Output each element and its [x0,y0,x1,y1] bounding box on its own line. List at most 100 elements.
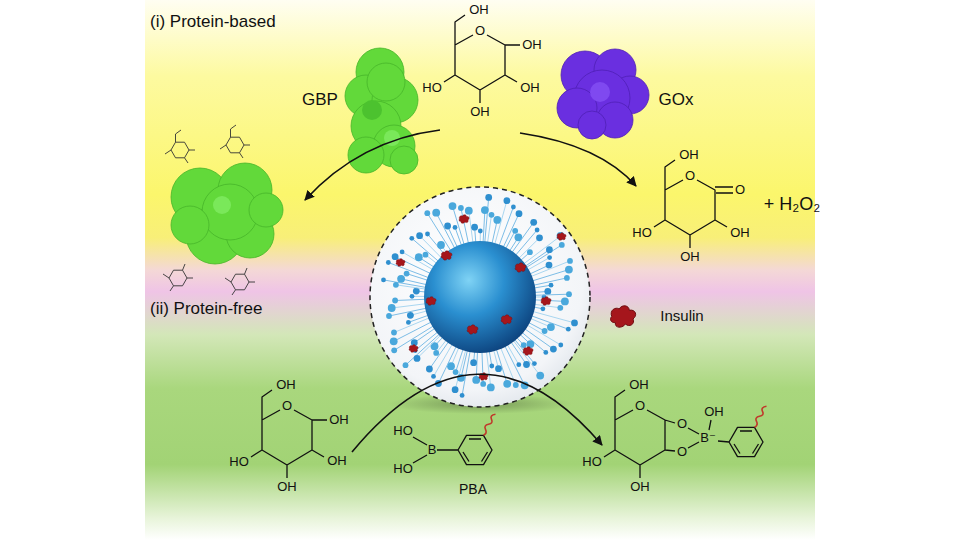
polymer-end-bead [503,380,511,388]
polymer-end-bead [400,250,405,255]
polymer-end-bead [485,194,492,201]
polymer-end-bead [406,320,411,325]
insulin-cargo [426,297,436,306]
gox-protein [590,82,610,102]
protein-name: GOx [659,91,694,110]
atom-label: HO [632,226,652,240]
atom-label: OH [276,378,296,392]
polymer-end-bead [530,219,537,226]
polymer-end-bead [557,305,563,311]
polymer-end-bead [410,294,415,299]
reaction-arrow [520,133,636,186]
polymer-end-bead [458,205,464,211]
gbp-bound-glucose [163,125,255,295]
insulin-cargo [541,297,551,306]
polymer-end-bead [414,355,421,362]
polymer-end-bead [561,298,569,306]
polymer-end-bead [543,350,548,355]
atom-label: OH [277,480,297,494]
polymer-end-bead [513,382,519,388]
gbp-bound-glucose [165,130,195,163]
polymer-end-bead [397,275,405,283]
polymer-end-bead [523,361,530,368]
atom-label: O [635,399,645,413]
polymer-end-bead [481,206,489,214]
polymer-end-bead [381,278,386,283]
insulin-cargo [459,215,469,224]
polymer-end-bead [437,241,445,249]
polymer-end-bead [409,236,414,241]
polymer-end-bead [425,232,430,237]
atom-label: B⁻ [700,431,716,445]
cargo-label: Insulin [660,308,703,325]
polymer-end-bead [431,374,436,379]
polymer-end-bead [547,323,555,331]
polymer-end-bead [424,210,430,216]
insulin-cargo [409,345,418,353]
polymer-end-bead [535,228,540,233]
pba-structure [413,435,492,464]
atom-label: OH [327,454,347,468]
atom-label: OH [679,148,699,162]
polymer-end-bead [452,386,459,393]
insulin-cargo [441,251,452,260]
gbp-protein [367,63,405,101]
polymer-end-bead [444,223,451,230]
atom-label: OH [730,226,750,240]
polymer-end-bead [449,202,457,210]
polymer-end-bead [566,327,571,332]
atom-label: HO [393,462,413,476]
atom-label: OH [329,413,349,427]
polymer-end-bead [544,288,551,295]
polymer-end-bead [393,282,399,288]
boronate-ester-structure [604,390,763,478]
polymer-end-bead [392,298,398,304]
polymer-end-bead [480,381,486,387]
polymer-end-bead [489,212,495,218]
polymer-end-bead [546,262,553,269]
section-heading: (ii) Protein-free [150,299,262,319]
gbp-bound-glucose [171,206,209,244]
polymer-end-bead [487,384,495,392]
polymer-end-bead [564,275,570,281]
glucose-structure [251,390,327,478]
product-label: + H₂O₂ [764,195,821,215]
insulin-cargo [396,215,566,381]
atom-label: B [428,443,437,457]
polymer-end-bead [504,197,511,204]
polymer-end-bead [478,229,483,234]
polymer-end-bead [416,232,423,239]
polymer-end-bead [423,252,429,258]
polymer-spikes [381,194,578,398]
polymer-end-bead [386,260,391,265]
polymer-end-bead [453,369,459,375]
atom-label: O [677,445,687,459]
insulin-cargo [557,233,566,241]
polymer-end-bead [407,312,414,319]
polymer-end-bead [470,359,477,366]
polymer-end-bead [386,313,392,319]
gbp-bound-glucose [171,163,283,264]
polymer-end-bead [542,328,548,334]
atom-label: OH [522,38,542,52]
atom-label: HO [229,455,249,469]
polymer-end-bead [536,234,543,241]
gox-protein [557,49,649,139]
gbp-bound-glucose [163,264,193,291]
polymer-end-bead [403,362,409,368]
polymer-end-bead [536,372,544,380]
molecule-name: PBA [459,482,487,497]
atom-label: OH [680,250,700,264]
polymer-end-bead [388,304,396,312]
polymer-end-bead [426,366,433,373]
gbp-protein [345,48,418,174]
polymer-end-bead [550,346,557,353]
polymer-end-bead [460,393,465,398]
glucose-structure [444,15,520,103]
section-heading: (i) Protein-based [150,12,276,32]
polymer-end-bead [432,209,440,217]
gbp-protein [390,146,418,174]
insulin-icon [611,306,636,327]
